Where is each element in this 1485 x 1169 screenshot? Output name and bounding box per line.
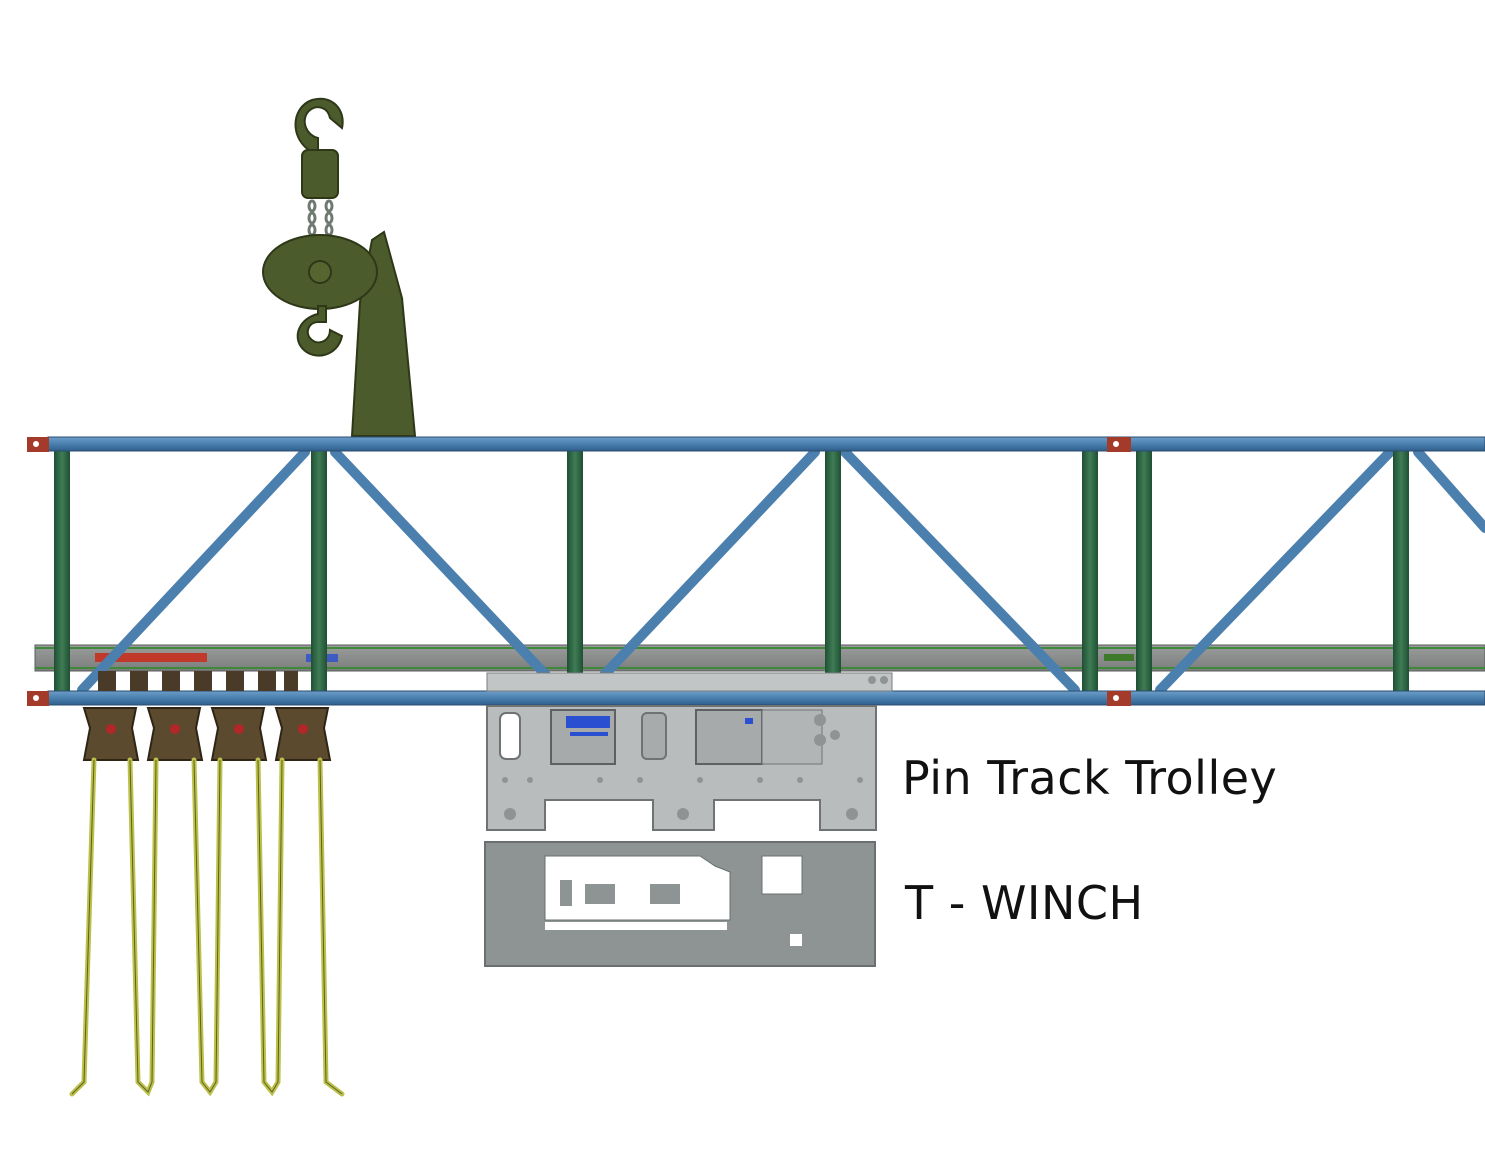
trolley-plate-icon [486,672,893,831]
hanging-cables [69,757,345,1097]
t-winch-label: T - WINCH [905,876,1144,930]
chain-hoist-icon [262,97,417,437]
truss-verticals [54,450,1409,694]
winch-plate-icon [484,841,876,967]
cable-carrier-icon [69,671,345,1097]
hoist-chain [307,199,334,237]
red-rail-segment [95,653,207,662]
splice-plate-top [1107,437,1131,452]
top-hook [294,97,344,153]
truss-diagonals [77,447,1485,695]
truss-top-chord [27,436,1485,452]
splice-plate-bottom [1107,691,1131,706]
pin-track-trolley-label: Pin Track Trolley [902,751,1278,805]
upper-block [301,149,339,199]
pin-track-rail [34,644,1485,672]
truss-bottom-chord [27,690,1485,706]
bottom-hook [296,305,344,357]
green-marker [1104,654,1134,661]
